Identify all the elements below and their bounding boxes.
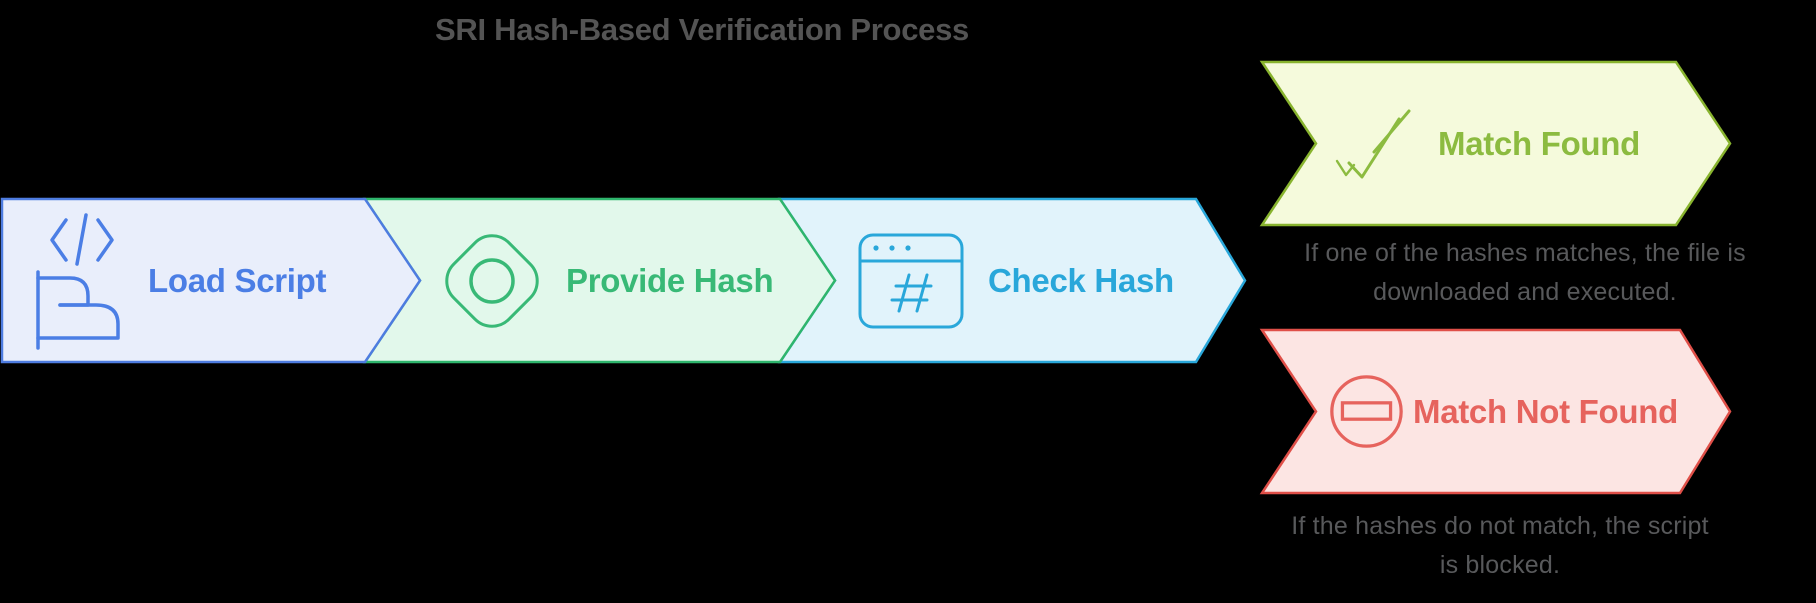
step-check-hash: Check Hash [858, 199, 1248, 362]
outcome-label: Match Not Found [1413, 392, 1678, 430]
outcome-label: Match Found [1438, 124, 1640, 162]
outcome-caption-match-not-found: If the hashes do not match, the script i… [1291, 512, 1709, 579]
browser-hash-icon [858, 233, 964, 328]
step-provide-hash: Provide Hash [436, 199, 796, 362]
hash-target-icon [445, 233, 539, 328]
outcome-shape-match-not-found [1259, 328, 1732, 495]
double-check-icon [1335, 109, 1411, 178]
step-label: Check Hash [988, 261, 1174, 299]
outcome-match-found: Match Found [1332, 62, 1676, 225]
step-load-script: Load Script [30, 199, 365, 362]
code-script-icon [36, 212, 120, 350]
outcome-shape-match-found [1259, 60, 1732, 227]
step-label: Load Script [148, 261, 327, 299]
no-entry-icon [1330, 375, 1403, 448]
diagram-title: SRI Hash-Based Verification Process [435, 12, 969, 47]
outcome-match-not-found: Match Not Found [1328, 330, 1688, 493]
outcome-caption-match-found: If one of the hashes matches, the file i… [1304, 239, 1746, 306]
step-shape-load-script [0, 197, 422, 364]
step-label: Provide Hash [566, 261, 774, 299]
